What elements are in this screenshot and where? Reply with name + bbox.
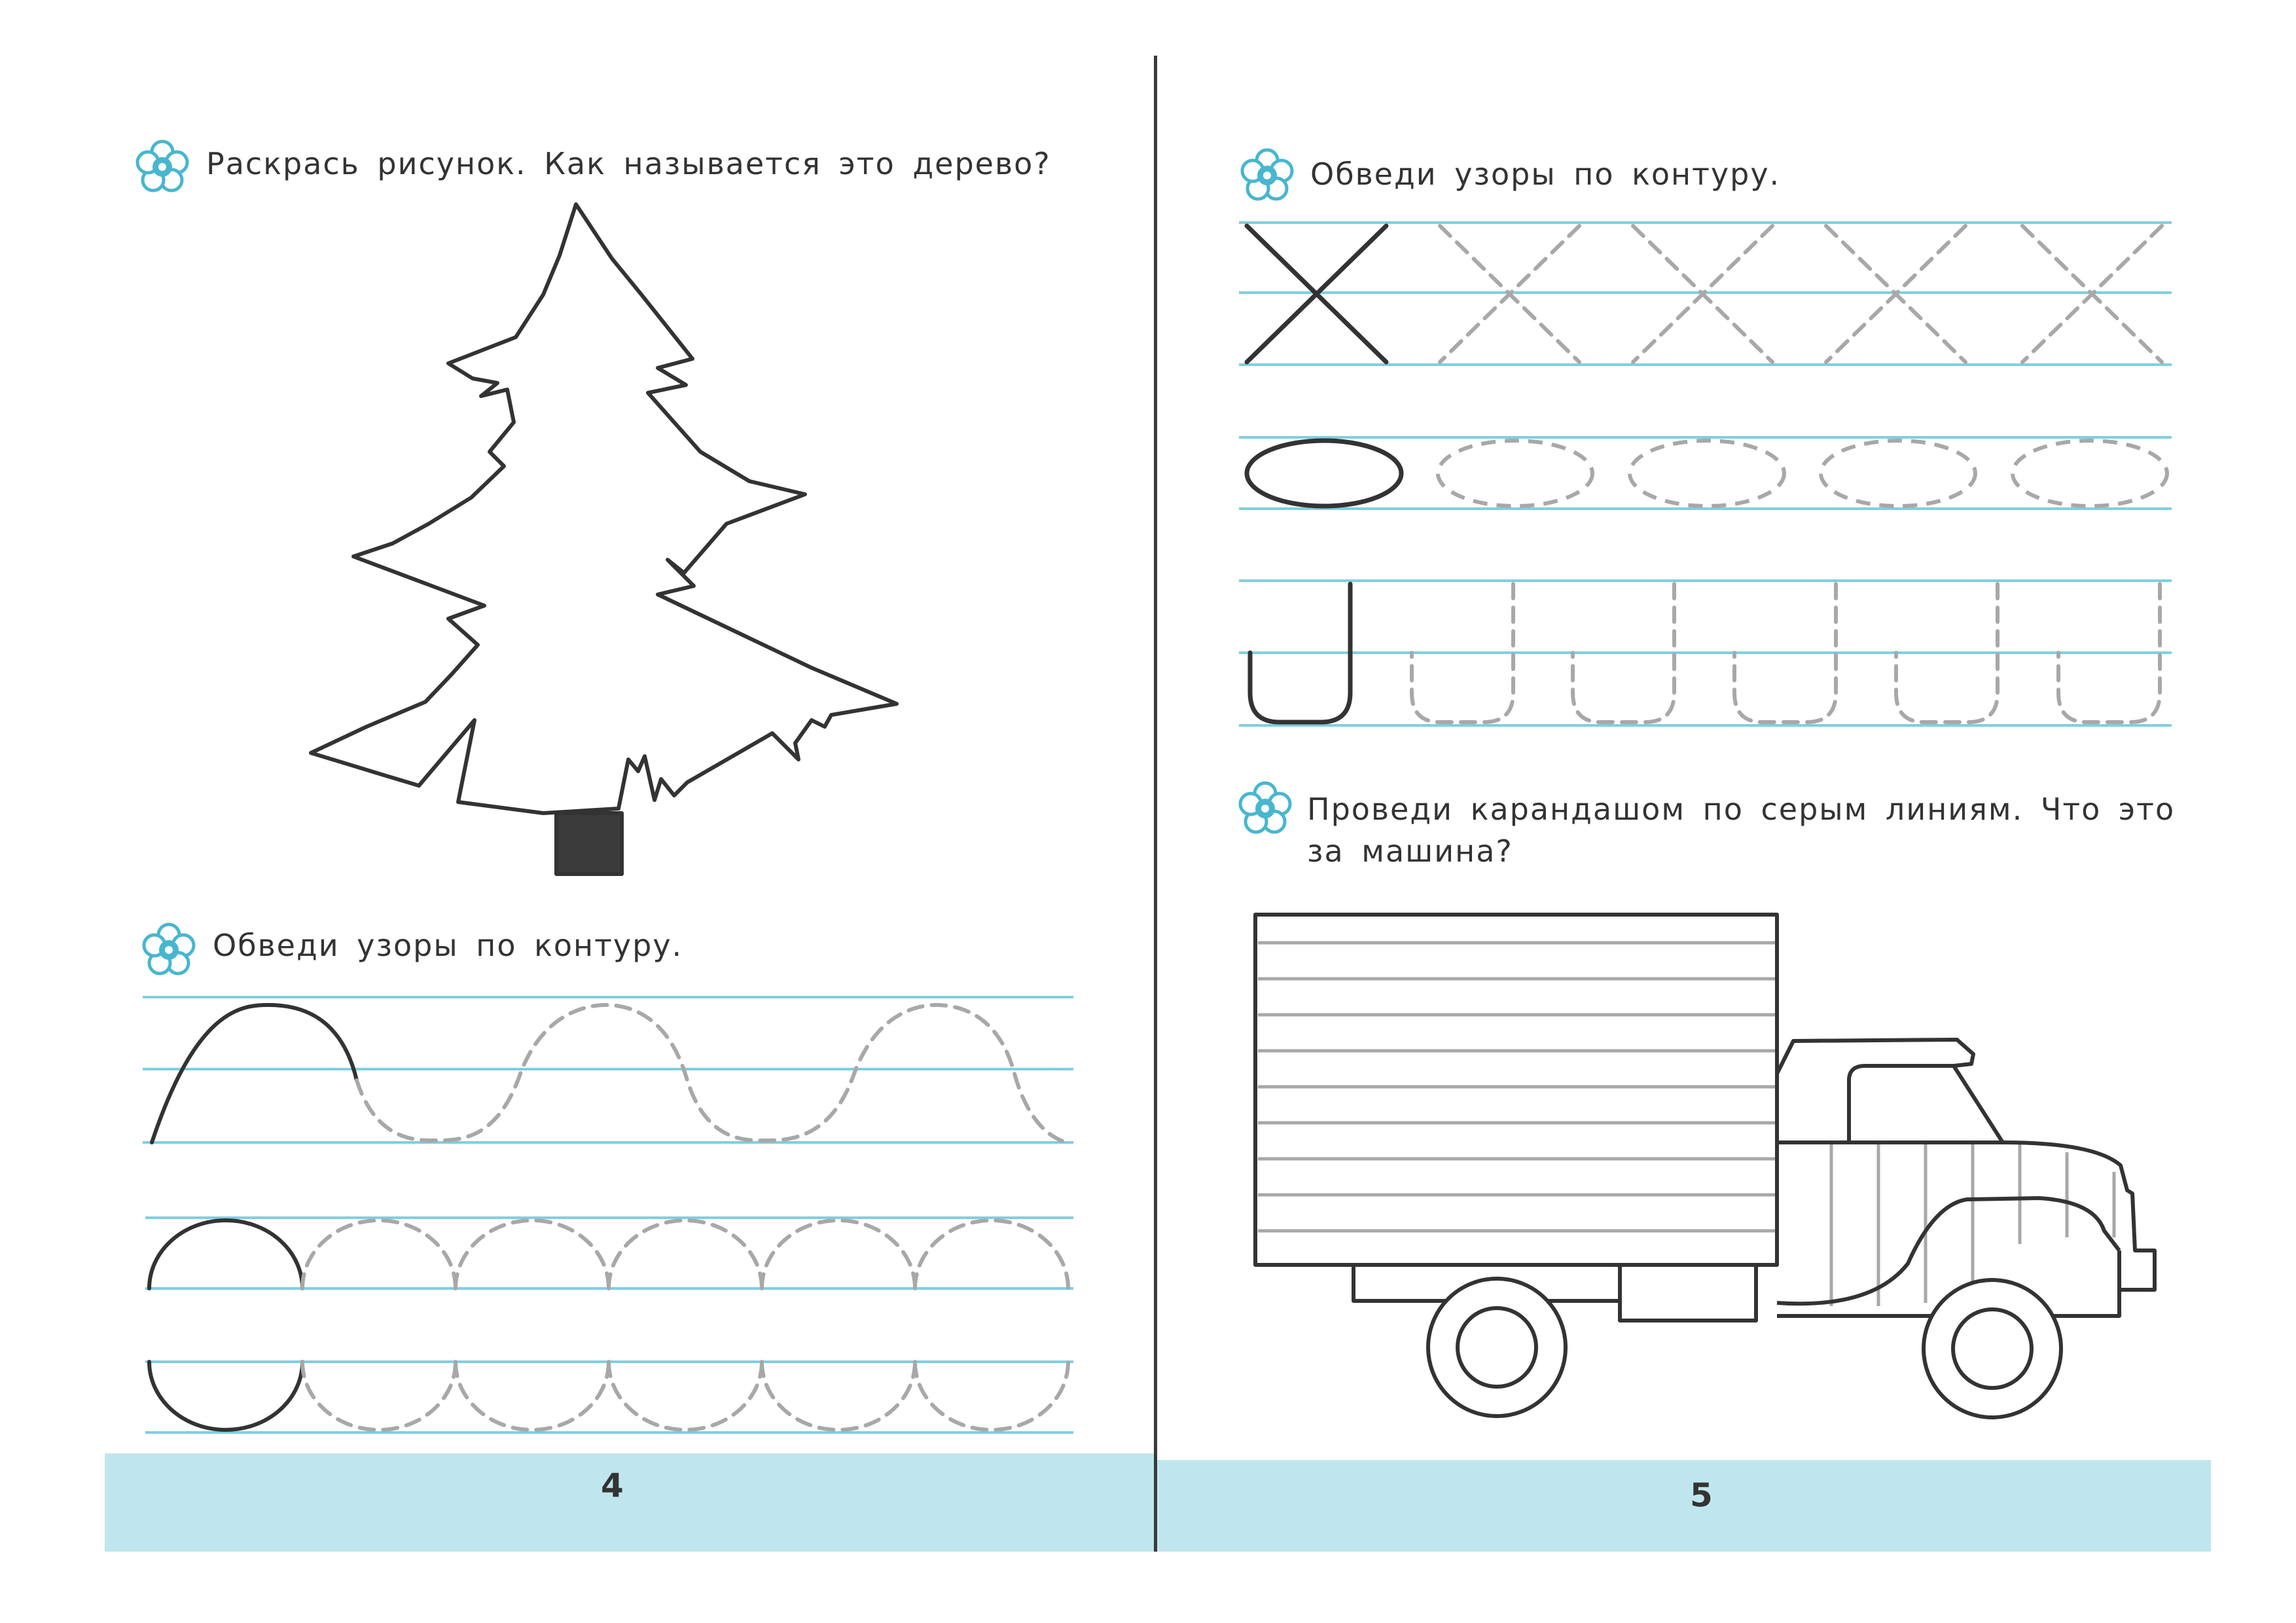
page-number-right: 5 — [1690, 1476, 1713, 1514]
right-task2-line1: Проведи карандашом по серым линиям. Что … — [1307, 792, 2176, 827]
flower-icon — [1238, 781, 1292, 834]
flower-icon — [142, 922, 196, 976]
flower-icon — [1240, 148, 1294, 201]
left-footer-band — [105, 1453, 1154, 1552]
right-footer-band — [1157, 1460, 2211, 1552]
left-task1-text: Раскрась рисунок. Как называется это дер… — [206, 146, 1051, 181]
page-gutter — [1154, 56, 1157, 1552]
flower-icon — [135, 139, 189, 192]
page-number-left: 4 — [601, 1467, 624, 1504]
left-task2-text: Обведи узоры по контуру. — [213, 928, 683, 963]
right-task2-line2: за машина? — [1307, 833, 1513, 869]
right-task1-text: Обведи узоры по контуру. — [1310, 156, 1781, 192]
left-page — [105, 56, 1152, 1552]
